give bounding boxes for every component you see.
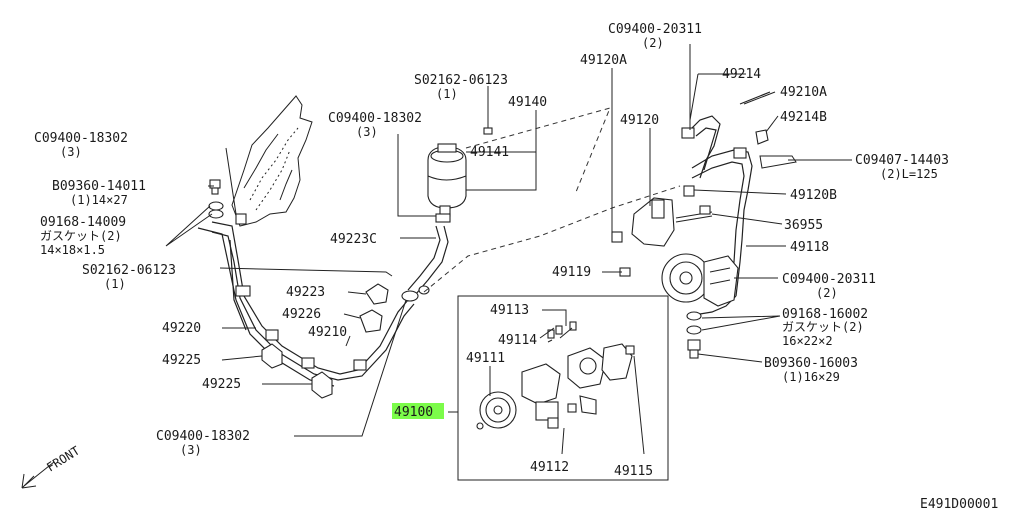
label-36955: 36955 bbox=[784, 218, 823, 233]
label-49214: 49214 bbox=[722, 67, 761, 82]
label-49115: 49115 bbox=[614, 464, 653, 479]
label-0940714403-sub: (2)L=125 bbox=[880, 167, 938, 181]
label-49120: 49120 bbox=[620, 113, 659, 128]
label-0940018302-left-qty: (3) bbox=[60, 145, 82, 159]
label-0936014011: B09360-14011 bbox=[52, 179, 146, 194]
label-49223: 49223 bbox=[286, 285, 325, 300]
pump-exploded-box bbox=[457, 295, 669, 481]
label-0940018302-mid-qty: (3) bbox=[356, 125, 378, 139]
label-49220: 49220 bbox=[162, 321, 201, 336]
label-49140: 49140 bbox=[508, 95, 547, 110]
label-0940020311-mid: C09400-20311 bbox=[782, 272, 876, 287]
label-49120b: 49120B bbox=[790, 188, 837, 203]
label-0916816002: 09168-16002 bbox=[782, 307, 868, 322]
label-49210a: 49210A bbox=[780, 85, 827, 100]
pump-exploded-parts bbox=[476, 321, 635, 430]
label-0940714403: C09407-14403 bbox=[855, 153, 949, 168]
banjo-bolt-fitting bbox=[208, 179, 247, 225]
label-49114: 49114 bbox=[498, 333, 537, 348]
pressure-hose-bundle bbox=[197, 221, 415, 387]
leader-lines bbox=[165, 44, 852, 455]
dashline-reservoir bbox=[465, 107, 611, 193]
return-hose-49223c bbox=[401, 225, 449, 302]
label-49214b: 49214B bbox=[780, 110, 827, 125]
label-0940018302-left: C09400-18302 bbox=[34, 131, 128, 146]
label-0916814009-sub2: 14×18×1.5 bbox=[40, 243, 105, 257]
label-49118: 49118 bbox=[790, 240, 829, 255]
label-0216206123-left-qty: (1) bbox=[104, 277, 126, 291]
figure-code: E491D00001 bbox=[920, 497, 998, 512]
callout-labels: C09400-20311 (2) 49120A 49214 49210A 492… bbox=[34, 22, 998, 512]
front-arrow-icon bbox=[21, 461, 55, 489]
label-49210: 49210 bbox=[308, 325, 347, 340]
label-0936016003: B09360-16003 bbox=[764, 356, 858, 371]
label-0216206123-top-qty: (1) bbox=[436, 87, 458, 101]
label-0940020311-top: C09400-20311 bbox=[608, 22, 702, 37]
power-steering-pump bbox=[619, 253, 739, 307]
label-49225-b: 49225 bbox=[202, 377, 241, 392]
label-49225-a: 49225 bbox=[162, 353, 201, 368]
label-0216206123-top: S02162-06123 bbox=[414, 73, 508, 88]
engine-silhouette bbox=[231, 95, 313, 227]
label-0936014011-sub: (1)14×27 bbox=[70, 193, 128, 207]
label-49100[interactable]: 49100 bbox=[394, 405, 433, 420]
label-49113: 49113 bbox=[490, 303, 529, 318]
label-0940018302-mid: C09400-18302 bbox=[328, 111, 422, 126]
label-0940018302-bottom-qty: (3) bbox=[180, 443, 202, 457]
label-0940020311-mid-qty: (2) bbox=[816, 286, 838, 300]
label-0916814009: 09168-14009 bbox=[40, 215, 126, 230]
highlight-49100 bbox=[392, 403, 444, 419]
label-49119: 49119 bbox=[552, 265, 591, 280]
label-0216206123-left: S02162-06123 bbox=[82, 263, 176, 278]
dashline-return bbox=[423, 185, 681, 293]
label-0916816002-sub2: 16×22×2 bbox=[782, 334, 833, 348]
label-49223c: 49223C bbox=[330, 232, 377, 247]
label-49111: 49111 bbox=[466, 351, 505, 366]
reservoir-tank bbox=[427, 127, 493, 223]
label-49141: 49141 bbox=[470, 145, 509, 160]
label-0916816002-sub1: ガスケット(2) bbox=[782, 320, 864, 334]
pump-bracket-49120 bbox=[611, 197, 713, 247]
label-0940020311-top-qty: (2) bbox=[642, 36, 664, 50]
label-49120a: 49120A bbox=[580, 53, 627, 68]
label-0916814009-sub1: ガスケット(2) bbox=[40, 229, 122, 243]
label-49112: 49112 bbox=[530, 460, 569, 475]
label-0936016003-sub: (1)16×29 bbox=[782, 370, 840, 384]
union-fittings-right bbox=[686, 311, 702, 359]
label-49226: 49226 bbox=[282, 307, 321, 322]
label-0940018302-bottom: C09400-18302 bbox=[156, 429, 250, 444]
right-pump-hoses bbox=[681, 91, 797, 315]
hose-clamp-49223 bbox=[359, 283, 389, 333]
front-label: FRONT bbox=[44, 444, 82, 475]
hose-clamp-49225 bbox=[261, 343, 333, 399]
